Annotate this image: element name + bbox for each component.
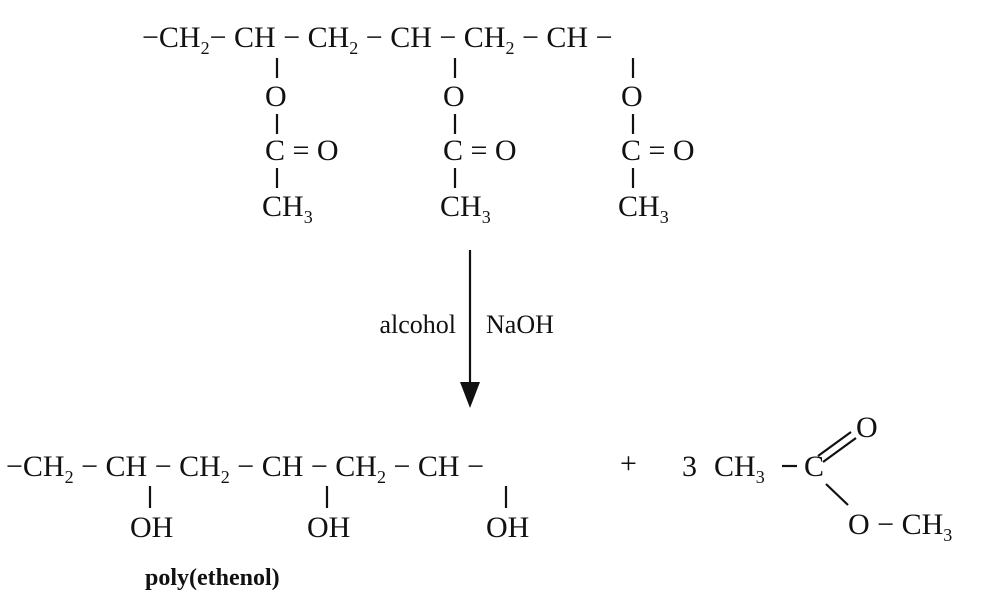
ester-branch-2: O C = O CH3 bbox=[440, 58, 517, 227]
coefficient: 3 bbox=[682, 450, 697, 483]
svg-text:CH3: CH3 bbox=[618, 190, 669, 227]
methyl-group: CH bbox=[618, 190, 660, 223]
ester-branch-3: O C = O CH3 bbox=[618, 58, 695, 227]
reaction-arrow: alcohol NaOH bbox=[379, 250, 554, 408]
hydroxyl-group: OH bbox=[130, 511, 173, 544]
bottom-polymer-chain: −CH2 − CH − CH2 − CH − CH2 − CH − bbox=[6, 450, 484, 487]
svg-text:O − CH3: O − CH3 bbox=[848, 508, 952, 545]
ester-branch-1: O C = O CH3 bbox=[262, 58, 339, 227]
methyl-subscript: 3 bbox=[660, 207, 669, 227]
carbonyl-group: C = O bbox=[265, 134, 339, 167]
chain-part: −CH bbox=[142, 21, 201, 54]
chain-subscript: 2 bbox=[377, 467, 386, 487]
chain-part: − CH − bbox=[386, 450, 484, 483]
chain-part: −CH bbox=[6, 450, 65, 483]
reagent-alcohol: alcohol bbox=[379, 310, 456, 339]
methyl-ethanoate: 3 CH3 C O O − CH3 bbox=[682, 411, 952, 545]
oxygen-atom: O bbox=[621, 80, 643, 113]
hydroxyl-1: OH bbox=[130, 486, 173, 544]
hydroxyl-3: OH bbox=[486, 486, 529, 544]
chain-part: − CH − CH bbox=[230, 450, 377, 483]
carbonyl-oxygen: O bbox=[856, 411, 878, 444]
methyl-group: CH bbox=[714, 450, 756, 483]
plus-sign: + bbox=[620, 447, 637, 480]
oxygen-atom: O bbox=[443, 80, 465, 113]
svg-text:CH3: CH3 bbox=[440, 190, 491, 227]
methyl-group: CH bbox=[440, 190, 482, 223]
methyl-group: CH bbox=[262, 190, 304, 223]
hydroxyl-group: OH bbox=[307, 511, 350, 544]
chain-part: − CH − bbox=[514, 21, 612, 54]
chain-subscript: 2 bbox=[505, 38, 514, 58]
ester-subscript: 3 bbox=[943, 525, 952, 545]
methyl-subscript: 3 bbox=[482, 207, 491, 227]
carbonyl-group: C = O bbox=[443, 134, 517, 167]
hydroxyl-group: OH bbox=[486, 511, 529, 544]
carbonyl-group: C = O bbox=[621, 134, 695, 167]
svg-text:−CH2 − CH − CH2 − CH − CH2 − C: −CH2 − CH − CH2 − CH − CH2 − CH − bbox=[6, 450, 484, 487]
hydroxyl-2: OH bbox=[307, 486, 350, 544]
chain-part: − CH − CH bbox=[74, 450, 221, 483]
svg-text:CH3: CH3 bbox=[262, 190, 313, 227]
oxygen-atom: O bbox=[265, 80, 287, 113]
chain-part: − CH − CH bbox=[358, 21, 505, 54]
chain-subscript: 2 bbox=[221, 467, 230, 487]
carbon-atom: C bbox=[804, 450, 824, 483]
svg-text:3: 3 bbox=[682, 450, 697, 483]
chain-part: − CH − CH bbox=[210, 21, 350, 54]
chain-subscript: 2 bbox=[201, 38, 210, 58]
reagent-naoh: NaOH bbox=[486, 310, 554, 339]
methyl-subscript: 3 bbox=[304, 207, 313, 227]
svg-text:CH3: CH3 bbox=[714, 450, 765, 487]
chain-subscript: 2 bbox=[349, 38, 358, 58]
ester-oxygen-methyl: O − CH bbox=[848, 508, 943, 541]
svg-text:−CH2− CH − CH2 − CH − CH2 − CH: −CH2− CH − CH2 − CH − CH2 − CH − bbox=[142, 21, 612, 58]
arrow-head bbox=[460, 382, 480, 408]
top-polymer-chain: −CH2− CH − CH2 − CH − CH2 − CH − bbox=[142, 21, 612, 58]
product-name-label: poly(ethenol) bbox=[145, 565, 280, 591]
chain-subscript: 2 bbox=[65, 467, 74, 487]
methyl-subscript: 3 bbox=[756, 467, 765, 487]
